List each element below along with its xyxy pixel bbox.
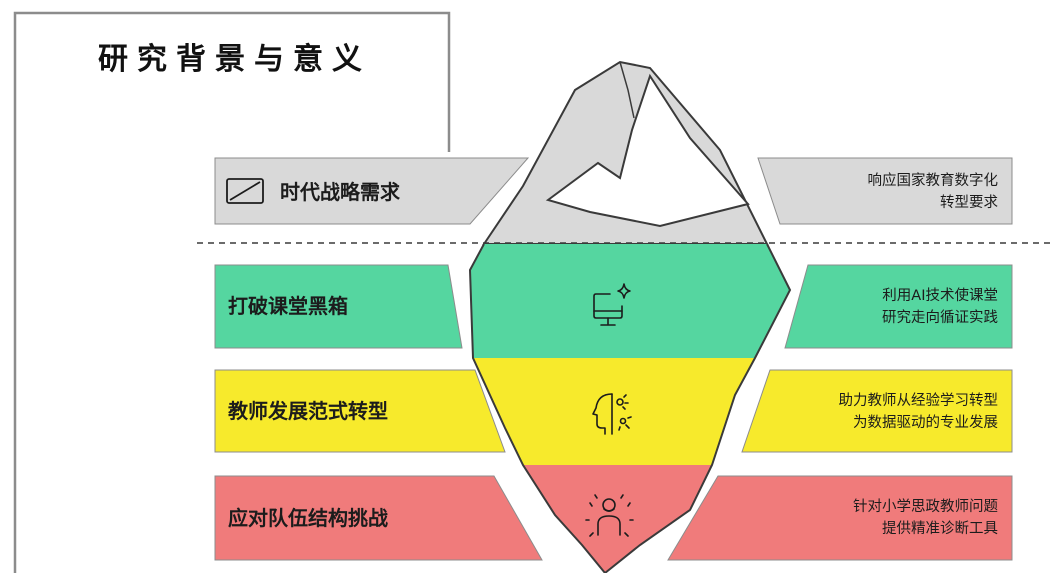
row-2-right-tab	[784, 264, 1013, 349]
row-4-right-tab	[667, 475, 1013, 561]
row-1-label: 时代战略需求	[280, 180, 400, 204]
row-2-desc-line-1: 利用AI技术使课堂	[882, 288, 998, 304]
row-1-right-tab	[757, 157, 1013, 225]
slash-box-icon	[226, 178, 264, 204]
row-2-left-tab	[214, 264, 463, 349]
iceberg-band-yellow	[473, 358, 755, 465]
row-2-desc: 利用AI技术使课堂 研究走向循证实践	[882, 285, 998, 329]
monitor-sparkle-icon	[593, 283, 631, 326]
row-3-left-tab	[214, 369, 506, 453]
row-1-desc-line-2: 转型要求	[940, 195, 998, 211]
row-3-desc: 助力教师从经验学习转型 为数据驱动的专业发展	[839, 390, 999, 434]
head-gears-icon	[592, 393, 632, 435]
page-title: 研究背景与意义	[98, 42, 371, 77]
iceberg-crack	[619, 61, 635, 119]
row-3-label: 教师发展范式转型	[228, 399, 388, 423]
row-1-desc: 响应国家教育数字化 转型要求	[868, 170, 999, 214]
iceberg-highlight	[545, 73, 750, 228]
row-4-label: 应对队伍结构挑战	[228, 506, 388, 530]
row-4-desc-line-2: 提供精准诊断工具	[882, 521, 998, 537]
row-1-left-tab	[214, 157, 530, 225]
row-3-desc-line-1: 助力教师从经验学习转型	[838, 393, 999, 409]
row-4-left-tab	[214, 475, 543, 561]
row-2-label: 打破课堂黑箱	[228, 294, 348, 318]
row-2-desc-line-2: 研究走向循证实践	[882, 310, 998, 326]
frame-panel	[13, 11, 451, 573]
row-1-desc-line-1: 响应国家教育数字化	[867, 173, 999, 189]
iceberg-outline	[468, 243, 792, 574]
row-4-desc: 针对小学思政教师问题 提供精准诊断工具	[853, 496, 998, 540]
person-sparkle-icon	[585, 494, 634, 537]
iceberg-band-green	[470, 244, 790, 358]
row-3-right-tab	[741, 369, 1013, 453]
row-4-desc-line-1: 针对小学思政教师问题	[853, 499, 998, 515]
row-3-desc-line-2: 为数据驱动的专业发展	[853, 415, 998, 431]
